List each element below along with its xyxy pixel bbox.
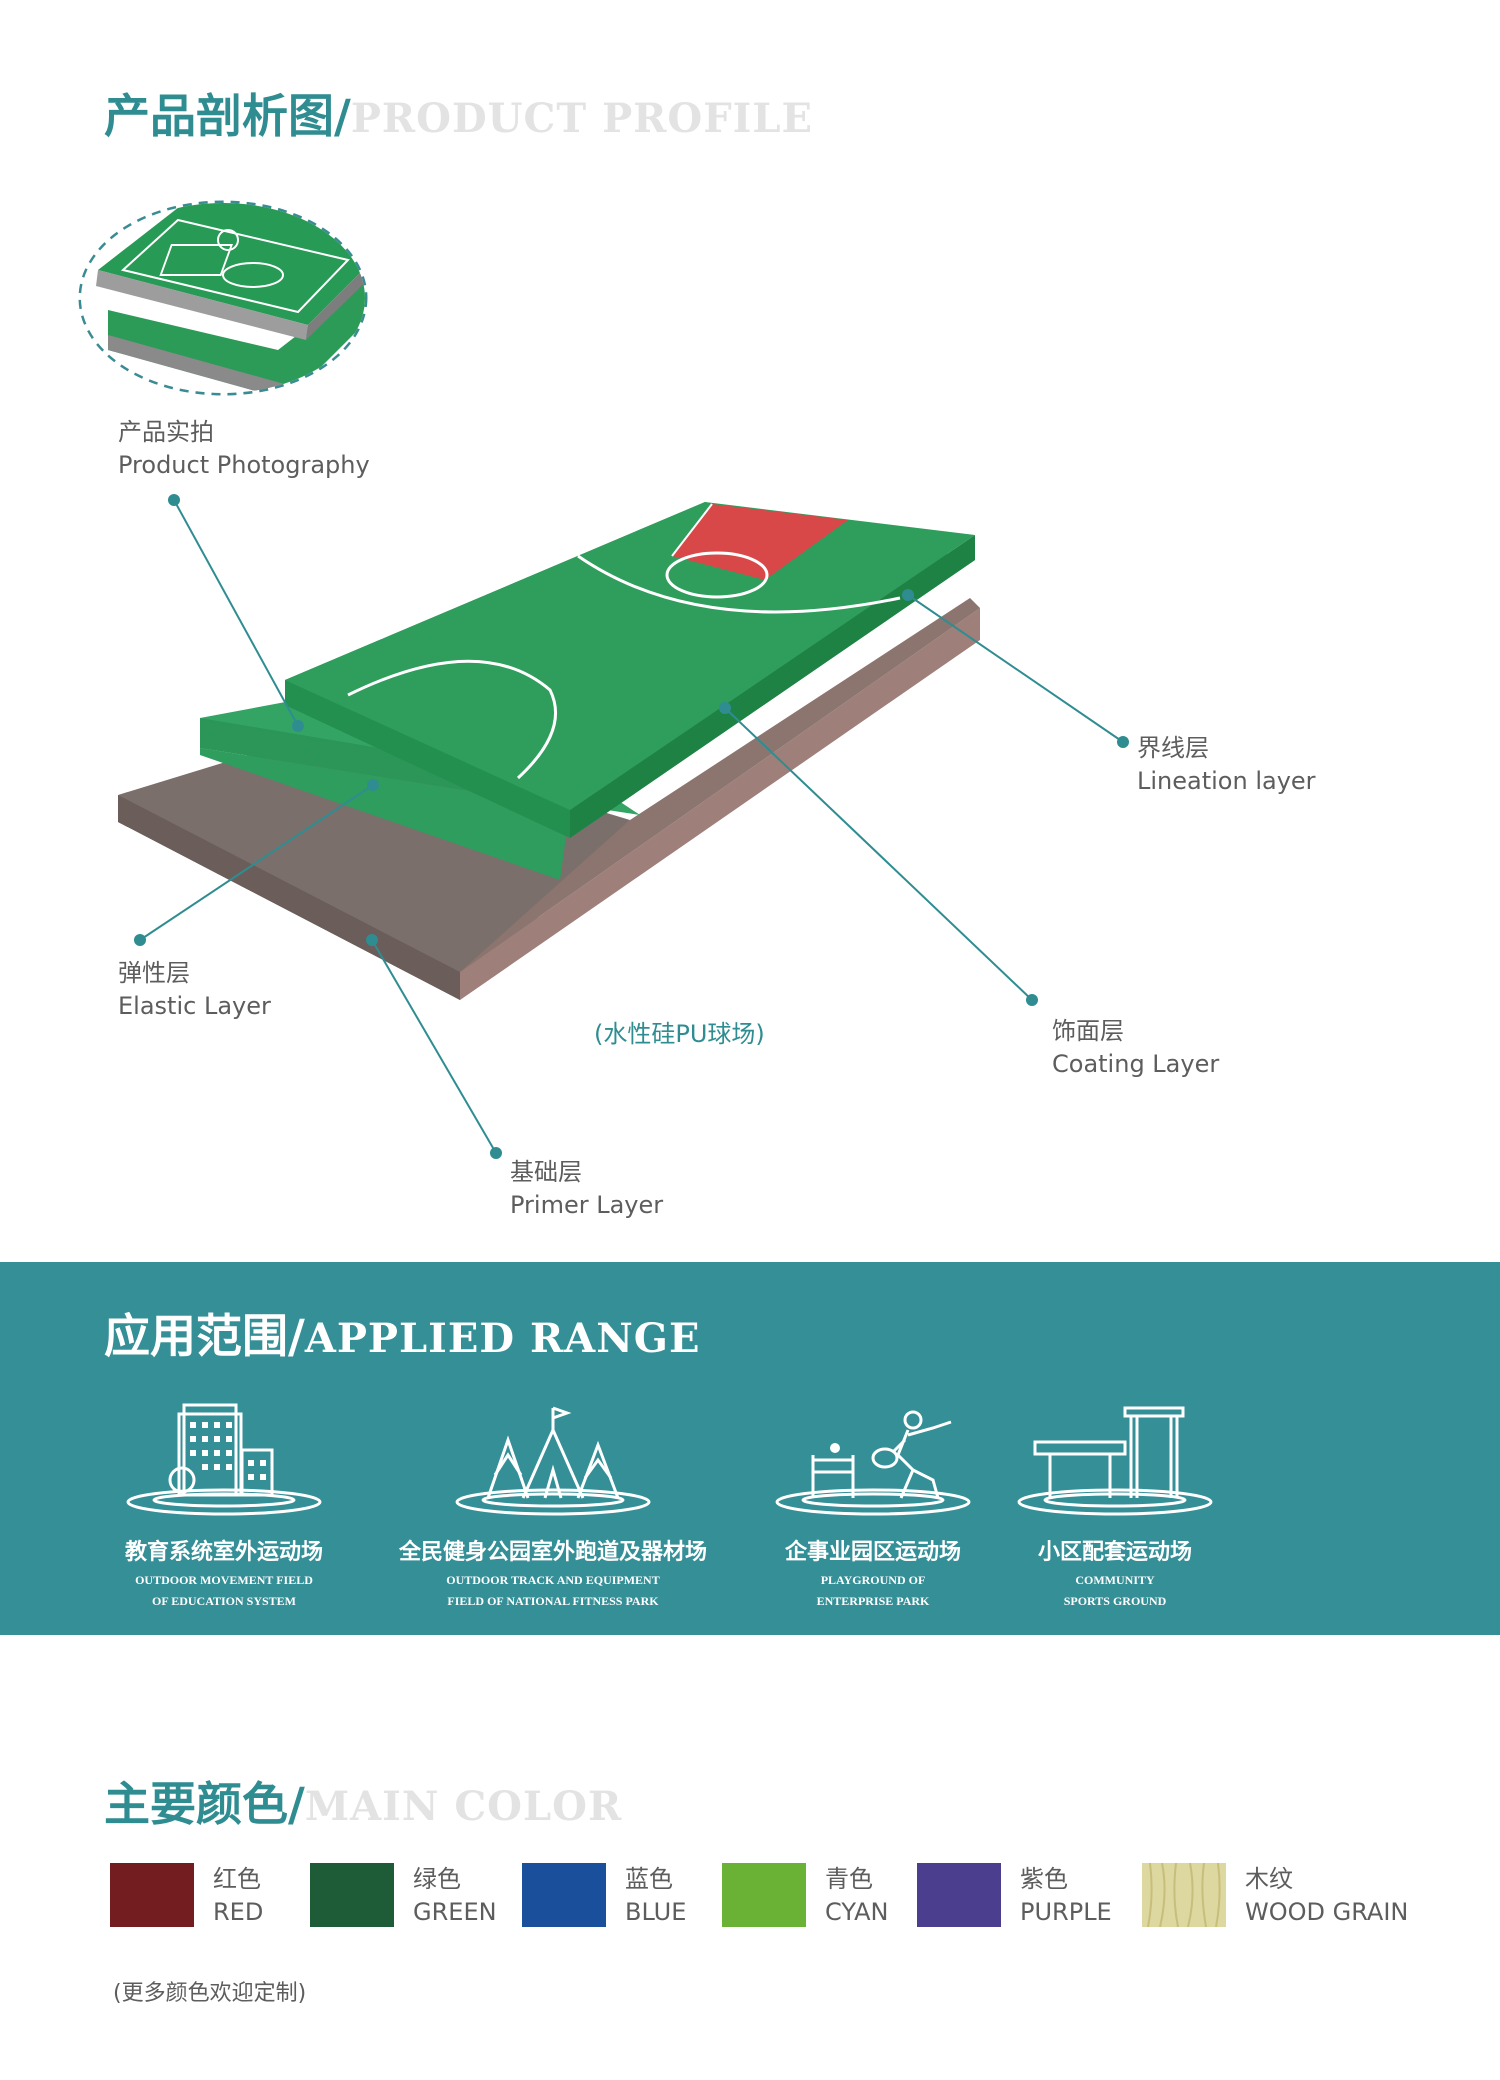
color-wood-en: WOOD GRAIN — [1245, 1898, 1409, 1926]
applied-item-fitness-park-en1: OUTDOOR TRACK AND EQUIPMENT — [446, 1573, 660, 1587]
color-purple-en: PURPLE — [1020, 1898, 1112, 1926]
applied-item-community-zh: 小区配套运动场 — [1037, 1539, 1192, 1565]
elastic-label-en: Elastic Layer — [118, 992, 271, 1020]
color-cyan-zh: 青色 — [825, 1865, 873, 1893]
swatch-cyan — [722, 1863, 806, 1927]
leader-lines — [139, 499, 1124, 1154]
swatch-wood-grain — [1142, 1863, 1226, 1927]
photo-label-en: Product Photography — [118, 451, 370, 479]
badminton-player-icon — [775, 1410, 971, 1516]
applied-item-community-en1: COMMUNITY — [1075, 1573, 1155, 1587]
fitness-equipment-icon — [1017, 1406, 1213, 1516]
applied-item-community-en2: SPORTS GROUND — [1063, 1594, 1167, 1608]
coating-label-en: Coating Layer — [1052, 1050, 1220, 1078]
color-blue-en: BLUE — [625, 1898, 687, 1926]
color-cyan-label: 青色 CYAN — [825, 1863, 889, 1929]
primer-dot — [490, 1147, 502, 1159]
elastic-label: 弹性层 Elastic Layer — [118, 957, 271, 1023]
color-green-zh: 绿色 — [413, 1865, 461, 1893]
applied-item-education-en2: OF EDUCATION SYSTEM — [151, 1594, 297, 1608]
surface-anchor-dot — [719, 702, 731, 714]
color-title-zh: 主要颜色/ — [104, 1777, 305, 1831]
coating-anchor-dot — [292, 720, 304, 732]
color-cyan-en: CYAN — [825, 1898, 889, 1926]
applied-item-enterprise-en1: PLAYGROUND OF — [820, 1573, 926, 1587]
photo-label-zh: 产品实拍 — [118, 418, 214, 446]
applied-item-education: 教育系统室外运动场 OUTDOOR MOVEMENT FIELD OF EDUC… — [104, 1400, 344, 1608]
park-tent-trees-icon — [455, 1406, 651, 1516]
applied-item-community: 小区配套运动场 COMMUNITY SPORTS GROUND — [1015, 1400, 1215, 1608]
profile-title: 产品剖析图/PRODUCT PROFILE — [104, 80, 813, 146]
swatch-purple — [917, 1863, 1001, 1927]
coating-label-zh: 饰面层 — [1052, 1017, 1124, 1045]
applied-title-zh: 应用范围/ — [104, 1309, 305, 1363]
color-wood-label: 木纹 WOOD GRAIN — [1245, 1863, 1408, 1929]
lineation-anchor-dot — [902, 589, 914, 601]
applied-item-fitness-park-zh: 全民健身公园室外跑道及器材场 — [398, 1539, 707, 1565]
color-purple-label: 紫色 PURPLE — [1020, 1863, 1112, 1929]
applied-item-enterprise: 企事业园区运动场 PLAYGROUND OF ENTERPRISE PARK — [763, 1400, 983, 1608]
photo-dot — [168, 494, 180, 506]
applied-title: 应用范围/APPLIED RANGE — [104, 1300, 700, 1366]
applied-item-fitness-park-en2: FIELD OF NATIONAL FITNESS PARK — [447, 1594, 659, 1608]
color-wood-zh: 木纹 — [1245, 1865, 1293, 1893]
applied-item-education-zh: 教育系统室外运动场 — [124, 1539, 323, 1565]
applied-title-en: APPLIED RANGE — [304, 1315, 701, 1362]
color-blue-zh: 蓝色 — [625, 1865, 673, 1893]
swatch-green — [310, 1863, 394, 1927]
custom-color-note: (更多颜色欢迎定制) — [113, 1981, 307, 2006]
coating-label: 饰面层 Coating Layer — [1052, 1015, 1219, 1081]
profile-title-zh: 产品剖析图/ — [104, 89, 351, 143]
primer-label: 基础层 Primer Layer — [510, 1156, 663, 1222]
color-green-label: 绿色 GREEN — [413, 1863, 497, 1929]
applied-item-enterprise-zh: 企事业园区运动场 — [784, 1539, 961, 1565]
lineation-dot — [1117, 736, 1129, 748]
coating-dot — [1026, 994, 1038, 1006]
color-blue-label: 蓝色 BLUE — [625, 1863, 686, 1929]
school-buildings-icon — [126, 1403, 322, 1516]
color-red-zh: 红色 — [213, 1865, 261, 1893]
applied-item-education-en1: OUTDOOR MOVEMENT FIELD — [135, 1573, 313, 1587]
elastic-dot — [134, 934, 146, 946]
lineation-label-zh: 界线层 — [1137, 734, 1209, 762]
color-red-label: 红色 RED — [213, 1863, 263, 1929]
lineation-label: 界线层 Lineation layer — [1137, 732, 1316, 798]
profile-title-en: PRODUCT PROFILE — [350, 95, 813, 142]
swatch-red — [110, 1863, 194, 1927]
primer-anchor-dot — [366, 934, 378, 946]
lineation-label-en: Lineation layer — [1137, 767, 1316, 795]
swatch-blue — [522, 1863, 606, 1927]
product-photo — [78, 200, 368, 396]
applied-item-enterprise-en2: ENTERPRISE PARK — [816, 1594, 930, 1608]
primer-label-zh: 基础层 — [510, 1158, 582, 1186]
color-red-en: RED — [213, 1898, 264, 1926]
court-illustration — [118, 502, 980, 1000]
color-title-en: MAIN COLOR — [304, 1783, 623, 1830]
applied-item-fitness-park: 全民健身公园室外跑道及器材场 OUTDOOR TRACK AND EQUIPME… — [393, 1400, 713, 1608]
color-green-en: GREEN — [413, 1898, 497, 1926]
elastic-anchor-dot — [367, 779, 379, 791]
color-purple-zh: 紫色 — [1020, 1865, 1068, 1893]
photo-label: 产品实拍 Product Photography — [118, 416, 370, 482]
court-caption: (水性硅PU球场) — [594, 1020, 765, 1048]
color-title: 主要颜色/MAIN COLOR — [104, 1768, 622, 1834]
elastic-label-zh: 弹性层 — [118, 959, 190, 987]
primer-label-en: Primer Layer — [510, 1191, 664, 1219]
